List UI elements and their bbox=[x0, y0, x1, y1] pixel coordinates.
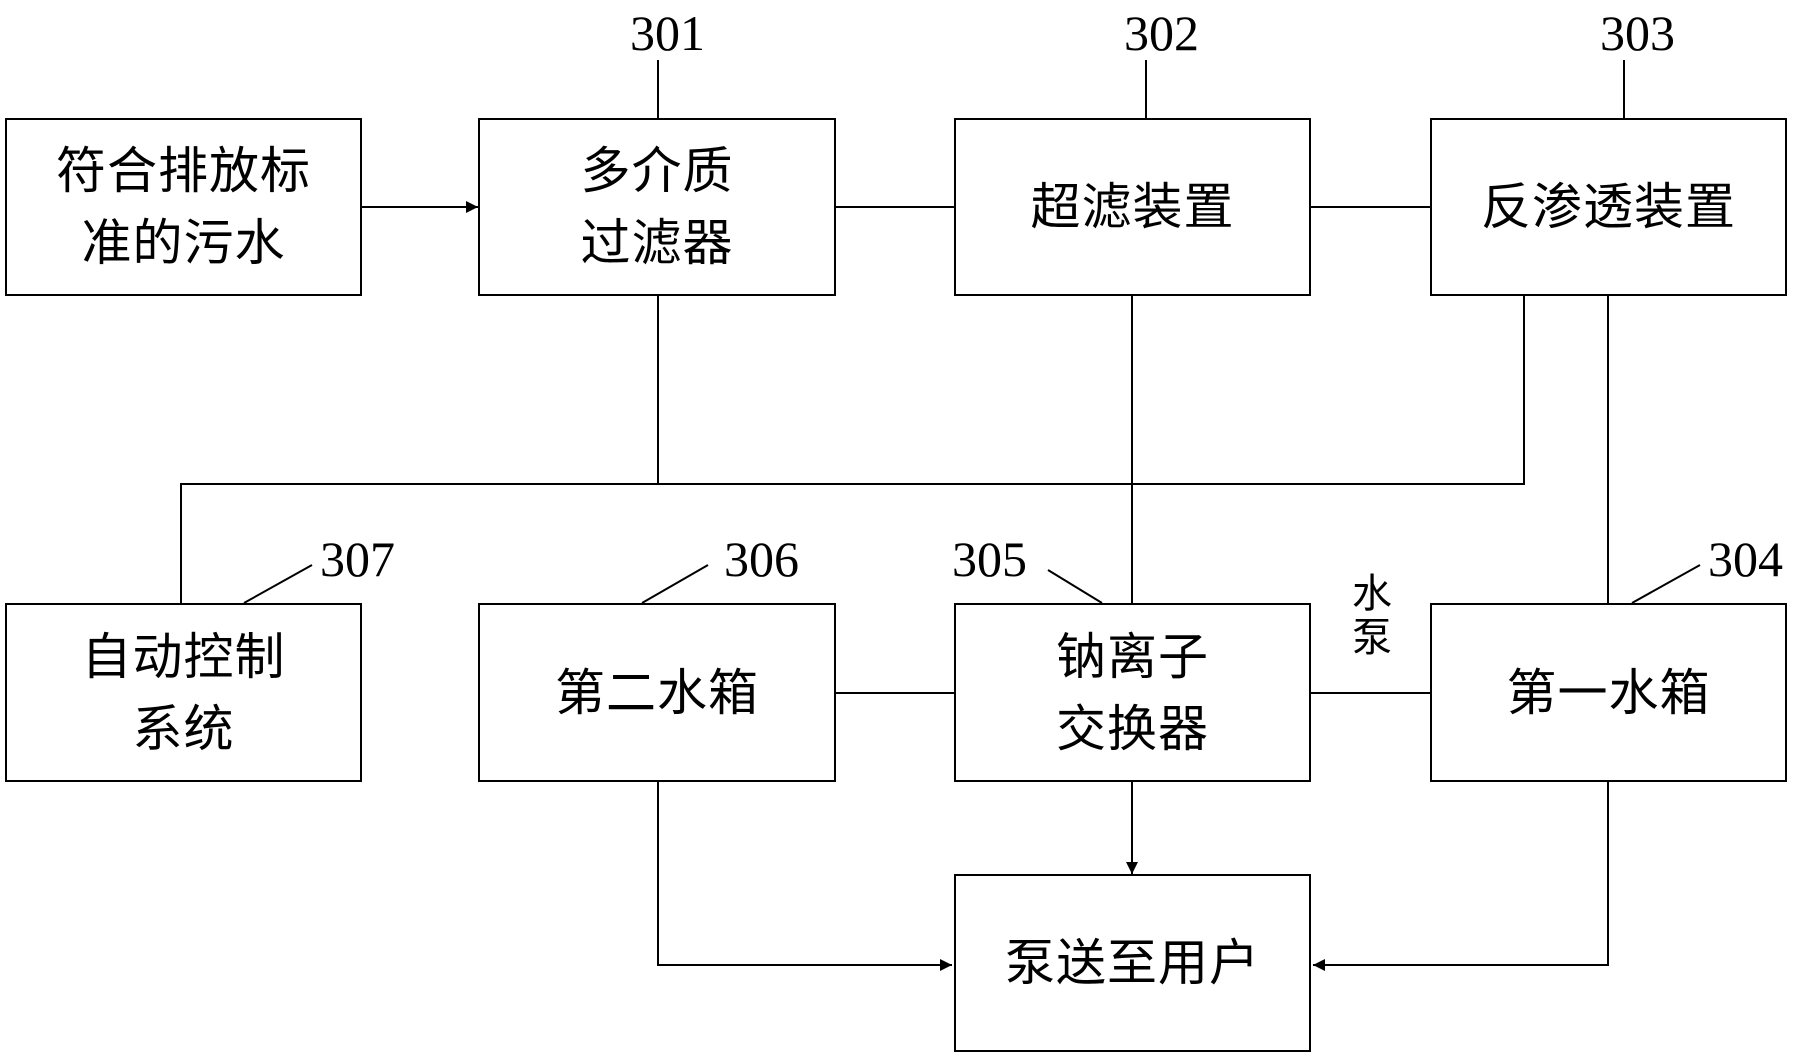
leader-305 bbox=[1047, 569, 1103, 604]
multimedia-filter-box: 多介质 过滤器 bbox=[478, 118, 836, 296]
ref-306: 306 bbox=[724, 531, 799, 587]
ultrafiltration-label: 超滤装置 bbox=[1030, 178, 1235, 236]
multimedia-filter-label-line1: 多介质 bbox=[580, 142, 734, 200]
line-ro-to-bus bbox=[180, 296, 1525, 603]
sewage-input-box: 符合排放标 准的污水 bbox=[5, 118, 362, 296]
water-pump-label-line1: 水 bbox=[1352, 571, 1392, 617]
sewage-label-line2: 准的污水 bbox=[81, 214, 286, 272]
ultrafiltration-box: 超滤装置 bbox=[954, 118, 1311, 296]
pump-to-user-box: 泵送至用户 bbox=[954, 874, 1311, 1052]
ref-301: 301 bbox=[630, 5, 705, 61]
sodium-exchanger-label-line1: 钠离子 bbox=[1056, 627, 1209, 686]
arrow-second-tank-to-user bbox=[657, 782, 952, 971]
first-tank-box: 第一水箱 bbox=[1430, 603, 1787, 782]
sodium-exchanger-box: 钠离子 交换器 bbox=[954, 603, 1311, 782]
second-tank-label: 第二水箱 bbox=[555, 663, 759, 722]
multimedia-filter-label-line2: 过滤器 bbox=[580, 214, 734, 272]
reverse-osmosis-label: 反渗透装置 bbox=[1481, 178, 1736, 236]
sewage-label-line1: 符合排放标 bbox=[56, 142, 311, 200]
auto-control-label-line2: 系统 bbox=[132, 699, 235, 758]
sodium-exchanger-label-line2: 交换器 bbox=[1056, 699, 1209, 758]
auto-control-label-line1: 自动控制 bbox=[81, 627, 286, 686]
leader-304 bbox=[1631, 564, 1701, 604]
water-pump-label-line2: 泵 bbox=[1352, 615, 1392, 661]
reverse-osmosis-box: 反渗透装置 bbox=[1430, 118, 1787, 296]
leader-306 bbox=[641, 564, 709, 604]
leader-307 bbox=[243, 564, 313, 604]
ref-302: 302 bbox=[1124, 5, 1199, 61]
pump-to-user-label: 泵送至用户 bbox=[1005, 934, 1260, 992]
ref-307: 307 bbox=[320, 531, 395, 587]
first-tank-label: 第一水箱 bbox=[1506, 663, 1711, 722]
ref-304: 304 bbox=[1708, 531, 1783, 587]
water-pump-label: 水 泵 bbox=[1350, 572, 1394, 660]
auto-control-box: 自动控制 系统 bbox=[5, 603, 362, 782]
ref-303: 303 bbox=[1600, 5, 1675, 61]
ref-305: 305 bbox=[952, 531, 1027, 587]
second-tank-box: 第二水箱 bbox=[478, 603, 836, 782]
arrow-first-tank-to-user bbox=[1313, 782, 1609, 971]
